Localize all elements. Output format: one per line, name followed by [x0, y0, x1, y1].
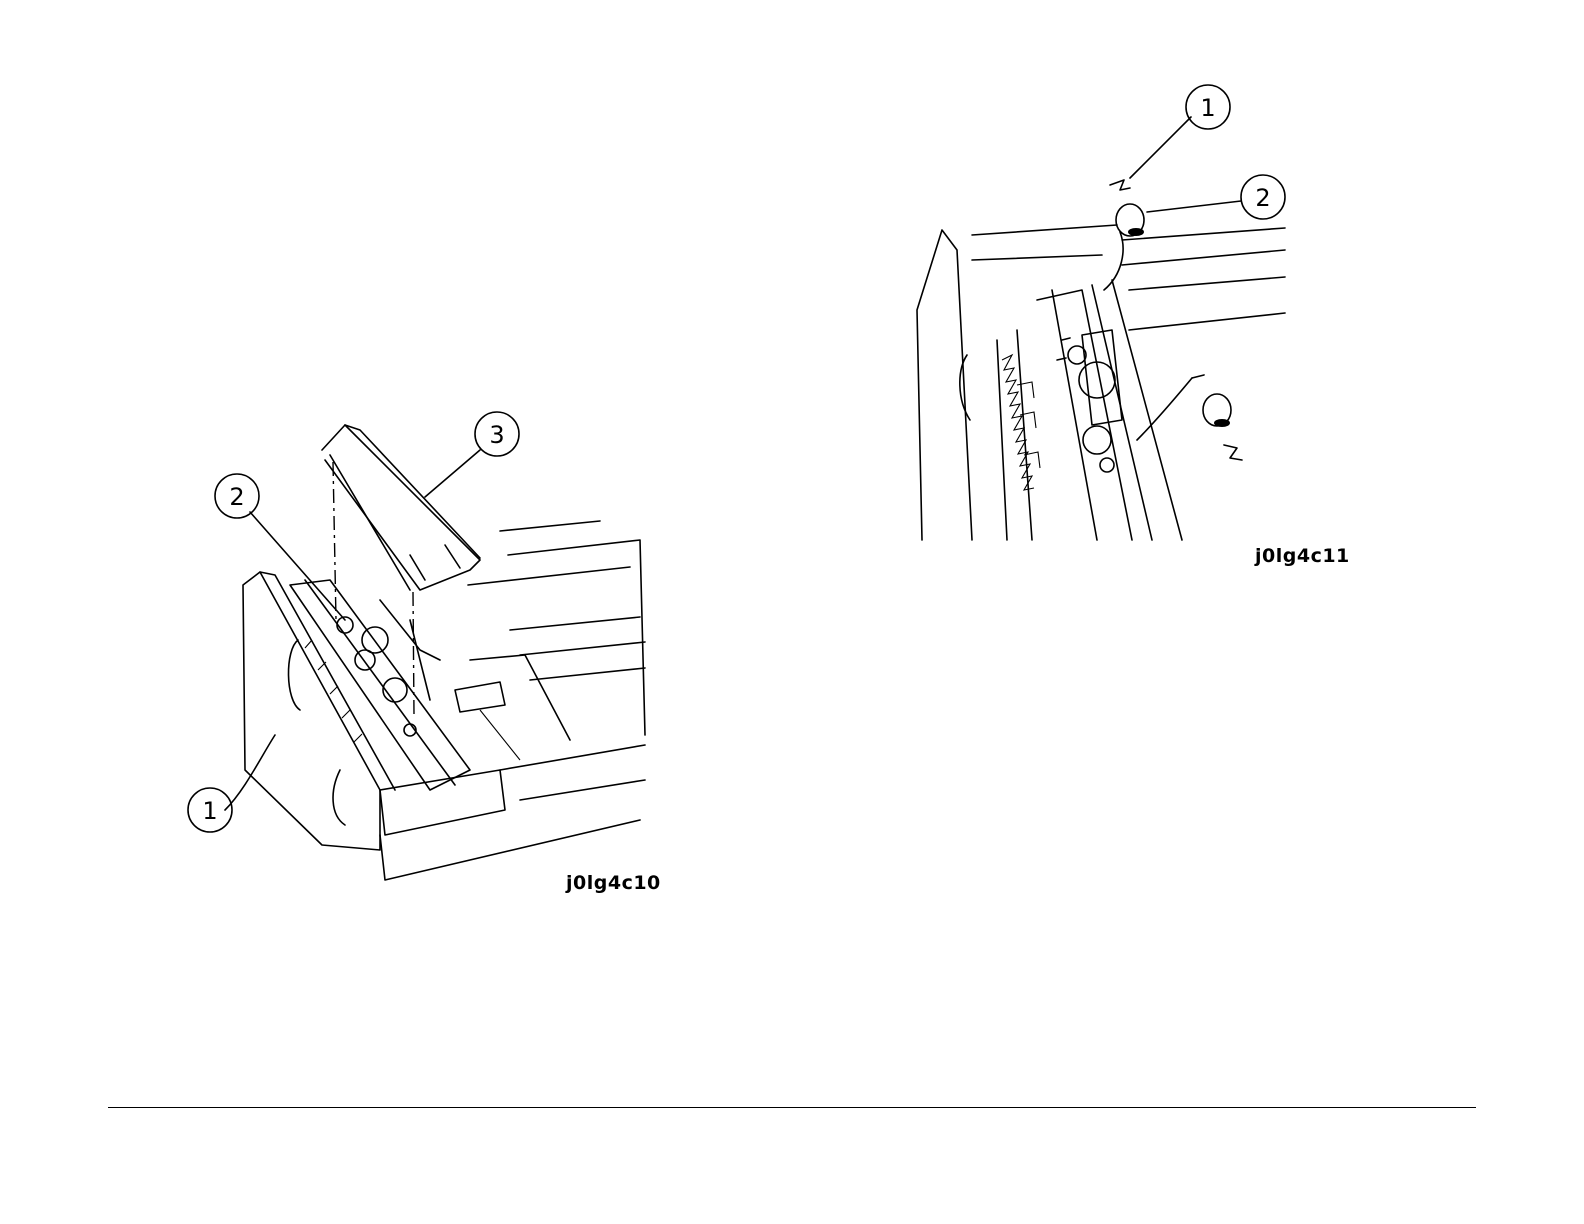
- figure-j0lg4c10: 1 2 3 j0lg4c10: [0, 0, 792, 1000]
- callout-number: 2: [1255, 184, 1270, 212]
- footer-divider: [108, 1107, 1476, 1108]
- figure-id-label: j0lg4c11: [1255, 545, 1350, 567]
- callout-number: 3: [489, 421, 504, 449]
- callout-number: 1: [202, 797, 217, 825]
- callout-number: 2: [229, 483, 244, 511]
- illustration-feed-roller-removal: 1 2: [792, 0, 1584, 1000]
- callout-number: 1: [1200, 94, 1215, 122]
- illustration-document-feeder-cover: 1 2 3: [0, 0, 792, 1000]
- figure-id-label: j0lg4c10: [566, 872, 661, 894]
- figure-j0lg4c11: 1 2 j0lg4c11: [792, 0, 1584, 1000]
